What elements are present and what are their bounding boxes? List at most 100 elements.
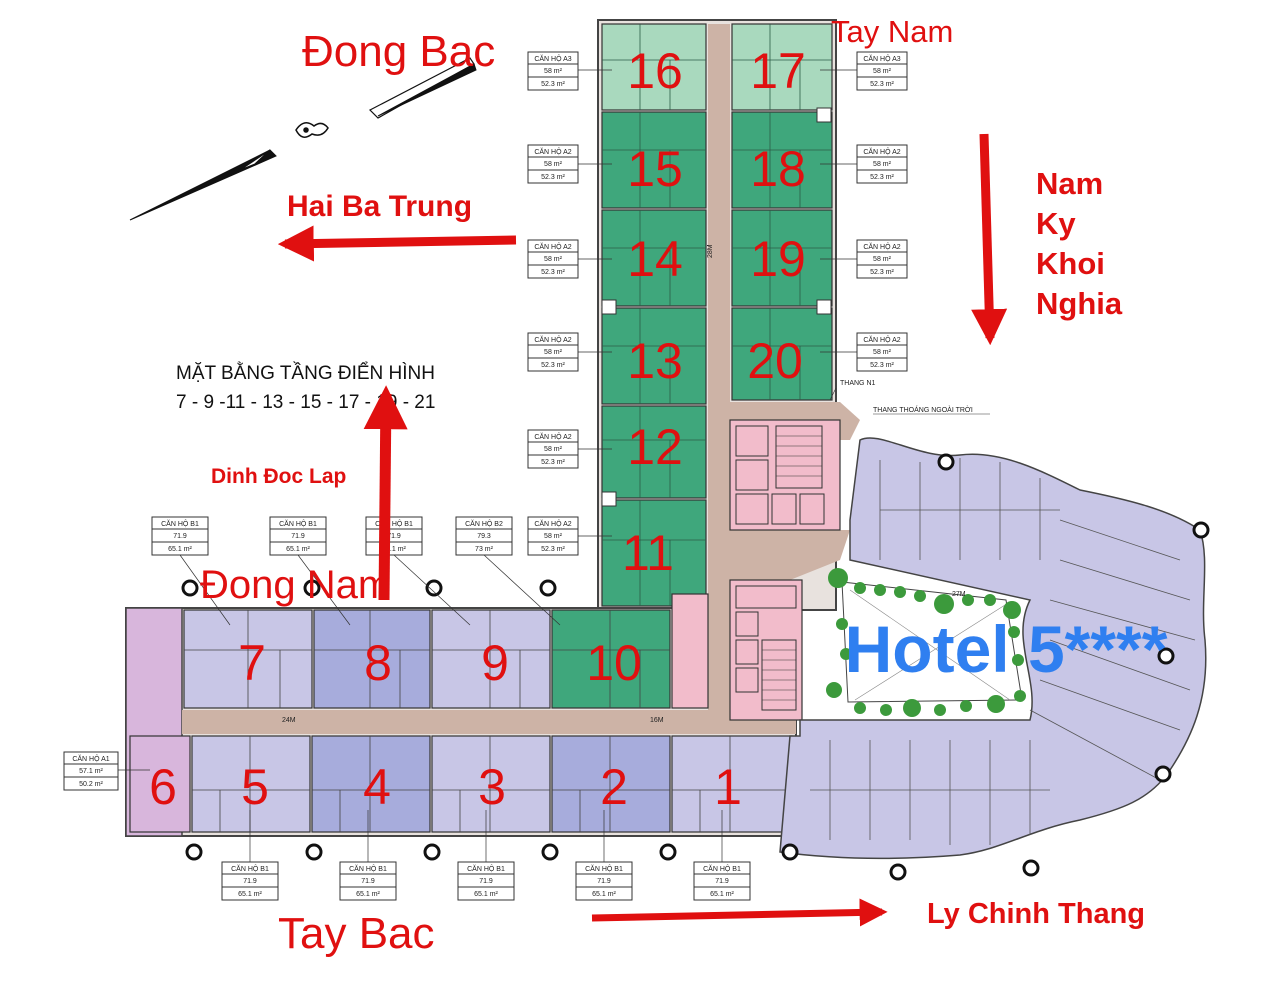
street-ly-chinh-thang: Ly Chinh Thang xyxy=(927,898,1145,930)
svg-text:CĂN HỘ A2: CĂN HỘ A2 xyxy=(534,242,571,251)
svg-text:71.9: 71.9 xyxy=(243,878,257,885)
elevator-core-lower xyxy=(729,579,803,721)
unit-number-16: 16 xyxy=(627,43,683,99)
info-b1-2: CĂN HỘ B1 71.9 65.1 m² xyxy=(575,861,633,901)
info-a2-14: CĂN HỘ A2 58 m² 52.3 m² xyxy=(527,239,579,279)
svg-text:65.1 m²: 65.1 m² xyxy=(382,546,406,553)
svg-text:58 m²: 58 m² xyxy=(873,161,892,168)
elevator-core-upper xyxy=(729,419,841,531)
svg-text:50.2 m²: 50.2 m² xyxy=(79,781,103,788)
arrow-hai-ba-trung-icon xyxy=(277,225,517,262)
info-b1-8: CĂN HỘ B1 71.9 65.1 m² xyxy=(269,516,327,556)
svg-text:71.9: 71.9 xyxy=(597,878,611,885)
svg-text:CĂN HỘ A2: CĂN HỘ A2 xyxy=(534,335,571,344)
svg-text:71.9: 71.9 xyxy=(479,878,493,885)
corridor-27m-label: 27M xyxy=(952,591,966,598)
svg-text:CĂN HỘ B1: CĂN HỘ B1 xyxy=(231,864,269,873)
direction-tay-bac: Tay Bac xyxy=(278,909,435,958)
svg-text:71.9: 71.9 xyxy=(173,533,187,540)
street-dinh-doc-lap: Dinh Đoc Lap xyxy=(211,465,346,488)
tower-units-right xyxy=(731,23,833,401)
svg-text:CĂN HỘ B1: CĂN HỘ B1 xyxy=(467,864,505,873)
svg-text:71.9: 71.9 xyxy=(361,878,375,885)
unit-number-9: 9 xyxy=(481,635,509,691)
svg-text:Ky: Ky xyxy=(1036,206,1076,241)
svg-text:65.1 m²: 65.1 m² xyxy=(356,891,380,898)
info-a3-right: CĂN HỘ A3 58 m² 52.3 m² xyxy=(856,51,908,91)
unit-number-4: 4 xyxy=(363,759,391,815)
svg-text:58 m²: 58 m² xyxy=(544,161,563,168)
wing-room-lines xyxy=(184,610,792,832)
svg-text:CĂN HỘ B1: CĂN HỘ B1 xyxy=(161,519,199,528)
tower-units-left xyxy=(601,23,707,607)
hotel-block xyxy=(779,437,1207,860)
arrow-nam-ky-khoi-nghia-icon xyxy=(971,133,1008,346)
direction-dong-bac: Đong Bac xyxy=(302,27,495,76)
unit-number-1: 1 xyxy=(714,759,742,815)
svg-text:CĂN HỘ B1: CĂN HỘ B1 xyxy=(585,864,623,873)
svg-text:58 m²: 58 m² xyxy=(544,446,563,453)
svg-text:71.9: 71.9 xyxy=(387,533,401,540)
hotel-label: Hotel 5**** xyxy=(845,612,1168,686)
svg-text:58 m²: 58 m² xyxy=(873,349,892,356)
svg-text:79.3: 79.3 xyxy=(477,533,491,540)
svg-text:CĂN HỘ A3: CĂN HỘ A3 xyxy=(863,54,900,63)
svg-text:58 m²: 58 m² xyxy=(544,349,563,356)
wing-units-bottom xyxy=(129,735,793,833)
unit-number-8: 8 xyxy=(364,635,392,691)
svg-text:52.3 m²: 52.3 m² xyxy=(541,546,565,553)
unit-number-11: 11 xyxy=(622,525,674,581)
unit-info-boxes: CĂN HỘ A3 58 m² 52.3 m² CĂN HỘ A3 58 m² 52.3… xyxy=(63,51,908,901)
svg-text:CĂN HỘ B2: CĂN HỘ B2 xyxy=(465,519,503,528)
svg-text:58 m²: 58 m² xyxy=(873,68,892,75)
hotel-room-lines xyxy=(810,458,1196,845)
svg-text:CĂN HỘ B1: CĂN HỘ B1 xyxy=(279,519,317,528)
svg-text:CĂN HỘ A2: CĂN HỘ A2 xyxy=(863,335,900,344)
svg-text:52.3 m²: 52.3 m² xyxy=(541,362,565,369)
info-a2-18: CĂN HỘ A2 58 m² 52.3 m² xyxy=(856,144,908,184)
svg-text:52.3 m²: 52.3 m² xyxy=(870,174,894,181)
courtyard-palms xyxy=(826,568,1026,717)
svg-text:65.1 m²: 65.1 m² xyxy=(474,891,498,898)
unit-number-20: 20 xyxy=(747,333,803,389)
svg-text:CĂN HỘ A1: CĂN HỘ A1 xyxy=(72,754,109,763)
tower-room-lines xyxy=(602,24,832,606)
svg-text:52.3 m²: 52.3 m² xyxy=(870,269,894,276)
svg-text:65.1 m²: 65.1 m² xyxy=(286,546,310,553)
svg-text:52.3 m²: 52.3 m² xyxy=(870,362,894,369)
svg-text:52.3 m²: 52.3 m² xyxy=(870,81,894,88)
unit-number-13: 13 xyxy=(627,333,683,389)
unit-number-15: 15 xyxy=(627,141,683,197)
plan-floors: 7 - 9 -11 - 13 - 15 - 17 - 19 - 21 xyxy=(176,392,435,413)
svg-text:CĂN HỘ A2: CĂN HỘ A2 xyxy=(534,432,571,441)
corridor-vertical xyxy=(708,24,730,714)
svg-text:58 m²: 58 m² xyxy=(873,256,892,263)
corridor-24m-label: 24M xyxy=(282,717,296,724)
info-a2-13: CĂN HỘ A2 58 m² 52.3 m² xyxy=(527,332,579,372)
arrow-dinh-doc-lap-icon xyxy=(363,385,408,601)
svg-text:52.3 m²: 52.3 m² xyxy=(541,269,565,276)
info-a1-6: CĂN HỘ A1 57.1 m² 50.2 m² xyxy=(63,751,119,791)
svg-text:CĂN HỘ B1: CĂN HỘ B1 xyxy=(703,864,741,873)
svg-text:CĂN HỘ A2: CĂN HỘ A2 xyxy=(863,147,900,156)
structural-columns xyxy=(181,453,1210,881)
unit-number-labels: 16 17 15 18 14 19 13 20 12 11 7 8 9 10 6… xyxy=(149,43,806,815)
svg-text:57.1 m²: 57.1 m² xyxy=(79,768,103,775)
unit-number-10: 10 xyxy=(586,635,642,691)
wing-units-top xyxy=(183,593,709,709)
arrow-ly-chinh-thang-icon xyxy=(591,898,888,927)
svg-text:71.9: 71.9 xyxy=(715,878,729,885)
svg-text:65.1 m²: 65.1 m² xyxy=(592,891,616,898)
svg-text:58 m²: 58 m² xyxy=(544,256,563,263)
svg-text:CĂN HỘ A2: CĂN HỘ A2 xyxy=(534,147,571,156)
svg-text:71.9: 71.9 xyxy=(291,533,305,540)
